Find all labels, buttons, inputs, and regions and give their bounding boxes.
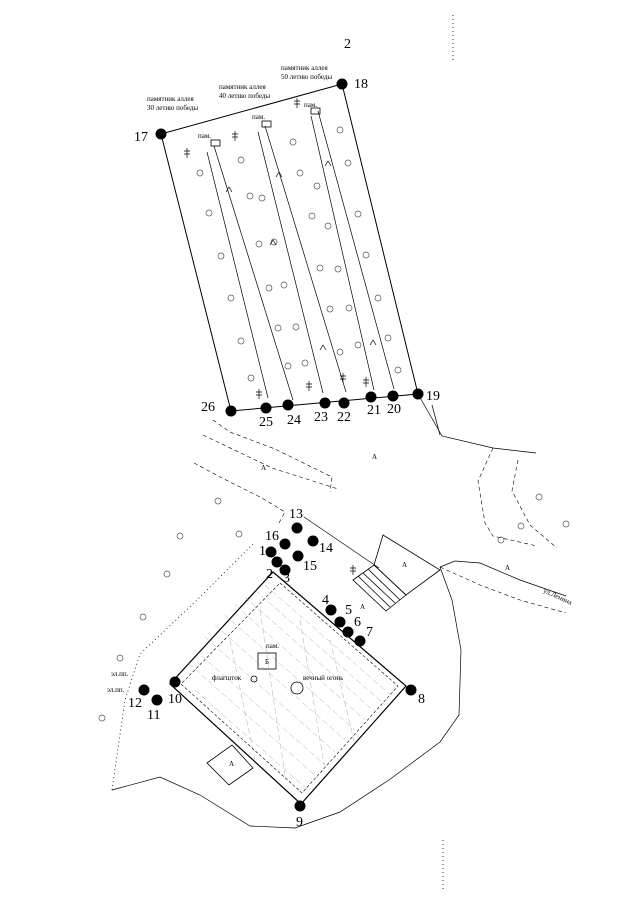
survey-point-label: 5 — [345, 603, 352, 618]
survey-point-label: 6 — [354, 615, 361, 630]
survey-point-label: 22 — [337, 410, 351, 425]
survey-point-marker — [155, 128, 167, 140]
survey-point-marker — [151, 694, 163, 706]
survey-point-label: 14 — [319, 541, 333, 556]
survey-point-marker — [279, 564, 291, 576]
survey-point-label: 26 — [201, 400, 215, 415]
survey-point-label: 25 — [259, 415, 273, 430]
aisle-arrow-marks — [225, 160, 377, 351]
eternal-flame-label: вечный огонь — [303, 674, 343, 682]
survey-point-label: 20 — [387, 402, 401, 417]
survey-point-marker — [279, 538, 291, 550]
survey-point-marker — [334, 616, 346, 628]
survey-point-marker — [336, 78, 348, 90]
zone-a-label: A — [505, 564, 510, 572]
obelisk-label: пам. — [266, 642, 279, 650]
survey-point-marker — [325, 604, 337, 616]
monument-icon — [210, 107, 321, 147]
survey-point-marker — [291, 522, 303, 534]
survey-point-label: 8 — [418, 692, 425, 707]
flagpole-label: флагшток — [212, 674, 242, 682]
page-number: 2 — [344, 37, 351, 52]
survey-point-label: 2 — [266, 567, 273, 582]
monument-label: пам. — [304, 101, 317, 109]
survey-point-label: 12 — [128, 696, 142, 711]
shrub-icons — [184, 98, 369, 575]
survey-point-label: 18 — [354, 77, 368, 92]
outside-trees — [98, 493, 570, 722]
zone-a-label: А — [360, 603, 365, 611]
survey-point-label: 1 — [259, 544, 266, 559]
road-lines — [111, 393, 567, 829]
survey-point-marker — [319, 397, 331, 409]
aisle-label-50-sub: 50 летию победы — [281, 73, 332, 81]
tree-plantings — [196, 126, 402, 382]
survey-point-label: 15 — [303, 559, 317, 574]
monument-label: пам. — [198, 132, 211, 140]
building-a — [206, 744, 254, 786]
survey-point-label: 23 — [314, 410, 328, 425]
aisle-label-40-sub: 40 летию победы — [219, 92, 270, 100]
survey-point-marker — [412, 388, 424, 400]
aisle-label-30-sub: 30 летию победы — [147, 104, 198, 112]
park-aisles — [206, 110, 395, 401]
survey-point-marker — [342, 626, 354, 638]
survey-point-marker — [307, 535, 319, 547]
survey-point-label: 13 — [289, 507, 303, 522]
aisle-label-50: памятник аллея — [281, 64, 328, 72]
el-label: эл.пп. — [111, 670, 129, 678]
survey-point-label: 10 — [168, 692, 182, 707]
survey-point-marker — [265, 546, 277, 558]
survey-point-marker — [260, 402, 272, 414]
survey-point-marker — [338, 397, 350, 409]
street-label: ул.Ленина — [542, 587, 574, 608]
survey-point-label: 17 — [134, 130, 148, 145]
survey-point-marker — [138, 684, 150, 696]
survey-point-label: 21 — [367, 403, 381, 418]
survey-point-label: 19 — [426, 389, 440, 404]
survey-point-marker — [294, 800, 306, 812]
survey-point-marker — [354, 635, 366, 647]
survey-point-label: 3 — [283, 571, 290, 586]
survey-point-marker — [225, 405, 237, 417]
zone-a-label: А — [402, 561, 407, 569]
zone-b-label: Б — [265, 658, 269, 666]
dashed-paths — [193, 419, 567, 614]
survey-point-label: 16 — [265, 529, 279, 544]
survey-point-marker — [387, 390, 399, 402]
survey-point-marker — [365, 391, 377, 403]
zone-a-label: A — [261, 464, 266, 472]
dotted-boundary — [111, 15, 454, 890]
survey-point-marker — [405, 684, 417, 696]
el-label: эл.пп. — [107, 686, 125, 694]
zone-a-label: А — [372, 453, 377, 461]
survey-point-label: 11 — [147, 708, 160, 723]
survey-point-marker — [292, 550, 304, 562]
survey-point-marker — [271, 556, 283, 568]
memorial-monument — [250, 652, 304, 695]
survey-point-marker — [282, 399, 294, 411]
survey-point-label: 4 — [322, 593, 329, 608]
memorial-square — [169, 571, 407, 805]
monument-label: пам. — [252, 113, 265, 121]
survey-point-label: 7 — [366, 625, 373, 640]
survey-point-marker — [169, 676, 181, 688]
aisle-label-40: памятник аллея — [219, 83, 266, 91]
building-a-label: А — [229, 760, 234, 768]
aisle-label-30: памятник аллея — [147, 95, 194, 103]
survey-point-label: 9 — [296, 815, 303, 830]
survey-point-label: 24 — [287, 413, 301, 428]
stairs — [352, 534, 441, 612]
